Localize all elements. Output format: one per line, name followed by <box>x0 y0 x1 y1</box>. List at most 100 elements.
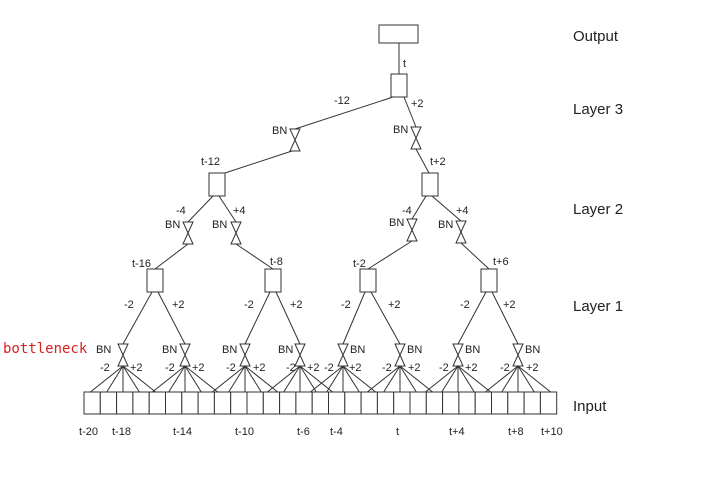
l1-offset-label: +2 <box>503 299 516 311</box>
connector-line <box>187 195 214 223</box>
input-cell <box>442 391 460 415</box>
connector-line <box>218 195 237 223</box>
input-cell <box>376 391 395 415</box>
bottleneck-bn-icon <box>410 126 422 150</box>
connector-line <box>342 365 360 393</box>
connector-line <box>491 291 519 345</box>
l1-time-label: t+6 <box>493 256 509 268</box>
bottom-offset-label: -2 <box>165 362 175 374</box>
connector-line <box>342 291 366 345</box>
bottleneck-annotation: bottleneck <box>3 341 88 357</box>
bn-label: BN <box>272 125 287 137</box>
input-cell <box>458 391 476 415</box>
connector-line <box>517 365 535 393</box>
connector-line <box>310 365 344 393</box>
input-cell <box>230 391 248 415</box>
input-tick-label: t-18 <box>112 426 131 438</box>
layer-label-output: Output <box>573 28 619 45</box>
input-cell <box>344 391 362 415</box>
connector-line <box>431 195 462 222</box>
bottleneck-bn-icon <box>230 221 242 245</box>
connector-line <box>425 365 459 393</box>
bottom-offset-label: +2 <box>465 362 478 374</box>
connector-line <box>326 365 344 393</box>
connector-line <box>122 365 156 393</box>
bn-label: BN <box>465 344 480 356</box>
connector-line <box>457 365 491 393</box>
bn-label: BN <box>96 344 111 356</box>
bn-label: BN <box>278 344 293 356</box>
l1-offset-label: -2 <box>460 299 470 311</box>
connector-line <box>122 365 140 393</box>
input-cell <box>474 391 493 415</box>
bn-label: BN <box>165 219 180 231</box>
bottleneck-bn-icon <box>179 343 191 367</box>
input-cell <box>83 391 101 415</box>
l1-time-label: t-16 <box>132 258 151 270</box>
connector-line <box>517 365 551 393</box>
l3-left-offset: -12 <box>334 95 350 107</box>
input-tick-label: t+10 <box>541 426 563 438</box>
layer1-node <box>264 268 282 293</box>
layer1-node <box>146 268 164 293</box>
bottleneck-bn-icon <box>394 343 406 367</box>
bn-label: BN <box>393 124 408 136</box>
bottleneck-bn-icon <box>289 128 301 152</box>
connector-line <box>367 365 401 393</box>
input-cell <box>328 391 346 415</box>
input-cell <box>197 391 215 415</box>
input-cell <box>116 391 134 415</box>
connector-line <box>457 365 475 393</box>
layer2-node <box>208 172 226 197</box>
bottom-offset-label: +2 <box>349 362 362 374</box>
connector-line <box>294 96 394 130</box>
connector-line <box>411 195 427 220</box>
connector-line <box>244 291 271 345</box>
input-tick-label: t-10 <box>235 426 254 438</box>
connector-line <box>157 291 186 345</box>
input-cell <box>311 391 330 415</box>
input-cell <box>523 391 541 415</box>
l2-offset-label: -4 <box>402 205 412 217</box>
input-cell <box>148 391 166 415</box>
input-cell <box>507 391 525 415</box>
bn-label: BN <box>222 344 237 356</box>
connector-line <box>370 291 401 345</box>
connector-line <box>212 365 246 393</box>
bottom-offset-label: +2 <box>307 362 320 374</box>
labels: Output Layer 3 Layer 2 Layer 1 Input bot… <box>3 28 623 438</box>
nodes <box>83 24 558 415</box>
input-cell <box>425 391 444 415</box>
l1-offset-label: +2 <box>172 299 185 311</box>
connector-line <box>184 365 218 393</box>
input-cell <box>409 391 427 415</box>
l3-right-offset: +2 <box>411 98 424 110</box>
bottom-offset-label: +2 <box>253 362 266 374</box>
connector-line <box>283 365 301 393</box>
input-cell <box>539 391 558 415</box>
input-cell <box>213 391 232 415</box>
input-cell <box>99 391 118 415</box>
connector-line <box>267 365 301 393</box>
bottleneck-bn-icon <box>239 343 251 367</box>
bottom-offset-label: +2 <box>526 362 539 374</box>
layer3-node <box>390 73 408 98</box>
connector-line <box>244 365 262 393</box>
connector-line <box>342 365 376 393</box>
output-time-label: t <box>403 58 406 70</box>
bn-label: BN <box>525 344 540 356</box>
layer-label-1: Layer 1 <box>573 298 623 315</box>
bn-label: BN <box>407 344 422 356</box>
input-cell <box>262 391 281 415</box>
connector-line <box>367 240 413 270</box>
layer1-node <box>480 268 498 293</box>
output-node <box>378 24 419 44</box>
layer-label-2: Layer 2 <box>573 201 623 218</box>
bn-label: BN <box>438 219 453 231</box>
connector-line <box>501 365 519 393</box>
bottleneck-bn-icon <box>406 218 418 242</box>
bottom-offset-label: -2 <box>226 362 236 374</box>
l2-left-time: t-12 <box>201 156 220 168</box>
connector-line <box>460 242 490 270</box>
